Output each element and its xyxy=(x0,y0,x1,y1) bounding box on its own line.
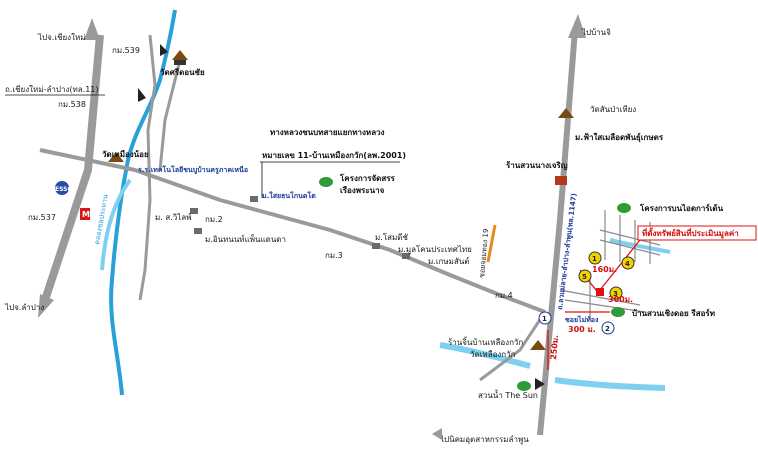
housing-grid xyxy=(559,210,661,320)
arrow-icon xyxy=(138,88,146,102)
svg-text:160ม.: 160ม. xyxy=(592,265,617,274)
svg-text:ม.ฟ้าใสเมลือดพันธุ์เกษตร: ม.ฟ้าใสเมลือดพันธุ์เกษตร xyxy=(575,132,664,143)
svg-text:วัดสันป่าเหียง: วัดสันป่าเหียง xyxy=(590,105,636,114)
canal-left xyxy=(100,178,132,271)
fuel-station-icon xyxy=(55,181,69,195)
svg-text:บ้านสวนเชิงดอย รีสอร์ท: บ้านสวนเชิงดอย รีสอร์ท xyxy=(632,308,715,318)
soi-19-line xyxy=(486,224,497,263)
appraise-label: ที่ตั้งทรัพย์สินที่ประเมินมูลค่า xyxy=(642,227,739,239)
rural-road-2001 xyxy=(39,148,546,314)
house-icon xyxy=(402,253,410,259)
svg-text:ร้านจิ้นบ้านเหลืองกวัก: ร้านจิ้นบ้านเหลืองกวัก xyxy=(448,336,523,347)
svg-text:3: 3 xyxy=(613,290,618,298)
house-icon xyxy=(250,196,258,202)
arrow-icon xyxy=(160,44,168,56)
svg-text:ทางหลวงชนบทสายแยกทางหลวง: ทางหลวงชนบทสายแยกทางหลวง xyxy=(270,128,385,137)
tree-icon xyxy=(617,203,631,213)
svg-text:M: M xyxy=(82,210,90,219)
arrow-icon xyxy=(535,378,545,390)
svg-text:วัดศรีดอนชัย: วัดศรีดอนชัย xyxy=(160,67,205,77)
svg-text:ร.ร.เทคโนโลยีชนบูบ้านครูภาคเหน: ร.ร.เทคโนโลยีชนบูบ้านครูภาคเหนือ xyxy=(138,165,248,175)
road-bottom xyxy=(479,311,547,382)
svg-text:กม.538: กม.538 xyxy=(58,100,86,109)
svg-text:ไปนิคมอุตสาหกรรมลำพูน: ไปนิคมอุตสาหกรรมลำพูน xyxy=(439,435,529,445)
svg-text:หมายเลข 11-บ้านเหมืองกวัก(ลพ.2: หมายเลข 11-บ้านเหมืองกวัก(ลพ.2001) xyxy=(262,150,406,160)
appraise-label-box xyxy=(637,225,757,241)
svg-text:สวนน้ำ The Sun: สวนน้ำ The Sun xyxy=(478,389,538,400)
svg-text:250ม.: 250ม. xyxy=(549,334,560,360)
svg-text:ม.มูลโคนประเทศไทย: ม.มูลโคนประเทศไทย xyxy=(398,244,472,255)
temple-icon-base xyxy=(174,60,186,65)
canal-lower xyxy=(439,342,666,391)
temple-icon xyxy=(530,340,546,350)
svg-text:เรืองพระนาจ: เรืองพระนาจ xyxy=(340,185,385,195)
canal-right xyxy=(609,238,671,254)
map-labels: ไปจ.เชียงใหม่ กม.539 วัดศรีดอนชัย ถ.เชีย… xyxy=(4,28,724,445)
arrow-icon xyxy=(432,428,442,440)
road-top-left-2 xyxy=(158,59,182,171)
number-markers: 1 4 5 3 1 2 xyxy=(538,251,635,335)
svg-text:ม.อินทนนท์แพ็นแดนดา: ม.อินทนนท์แพ็นแดนดา xyxy=(205,234,286,244)
road-top-left xyxy=(138,34,157,301)
svg-text:300 ม.: 300 ม. xyxy=(568,325,596,334)
m-marker-icon xyxy=(80,208,90,220)
tree-icon xyxy=(611,307,625,317)
svg-text:1: 1 xyxy=(592,255,597,263)
tree-icon xyxy=(319,177,333,187)
svg-text:ซอยไม่ท้อง: ซอยไม่ท้อง xyxy=(565,315,599,324)
svg-text:ม.ใสยธนโกนดโต: ม.ใสยธนโกนดโต xyxy=(262,191,316,200)
svg-text:ไปจ.เชียงใหม่: ไปจ.เชียงใหม่ xyxy=(37,33,86,42)
esso-label: ESSO xyxy=(55,186,73,193)
temple-icon xyxy=(108,152,124,162)
house-icon xyxy=(372,243,380,249)
svg-text:กม.537: กม.537 xyxy=(28,213,56,222)
svg-text:300ม.: 300ม. xyxy=(608,295,633,304)
house-icon xyxy=(194,228,202,234)
svg-text:ไปบ้านจิ: ไปบ้านจิ xyxy=(581,28,611,37)
svg-text:ร้านสวนนางเจริญ: ร้านสวนนางเจริญ xyxy=(506,160,568,171)
svg-text:โครงการจัดสรร: โครงการจัดสรร xyxy=(339,173,396,183)
svg-text:ม. ส.วิไลพ์: ม. ส.วิไลพ์ xyxy=(155,212,191,222)
temple-icon xyxy=(172,50,188,60)
svg-text:กม.3: กม.3 xyxy=(325,251,343,260)
svg-text:2: 2 xyxy=(605,325,610,333)
svg-text:ม.โสมดีชั: ม.โสมดีชั xyxy=(375,232,408,242)
arrow-icon xyxy=(84,18,100,40)
svg-text:วัดเหลืองกวัก: วัดเหลืองกวัก xyxy=(470,350,516,359)
icons: ESSO M xyxy=(55,44,631,391)
tree-icon xyxy=(517,381,531,391)
shop-icon xyxy=(555,176,567,185)
svg-text:กม.4: กม.4 xyxy=(495,291,513,300)
svg-text:ถ.เชียงใหม่-ลำปาง(ทล.11): ถ.เชียงใหม่-ลำปาง(ทล.11) xyxy=(5,85,99,94)
arrow-icon xyxy=(568,14,586,38)
highway-1147 xyxy=(537,29,578,436)
svg-text:4: 4 xyxy=(625,260,630,268)
svg-text:กม.2: กม.2 xyxy=(205,215,223,224)
house-icon xyxy=(190,208,198,214)
appraised-site-marker-icon xyxy=(596,288,604,296)
svg-text:ม.เกษมสันต์: ม.เกษมสันต์ xyxy=(428,256,470,266)
arrow-icon xyxy=(38,294,54,318)
temple-icon xyxy=(558,108,574,118)
svg-text:5: 5 xyxy=(582,273,587,281)
svg-text:โครงการบนไอตการ์เด้น: โครงการบนไอตการ์เด้น xyxy=(639,203,724,213)
highway-11 xyxy=(41,34,104,302)
svg-text:วัดเหมืองน้อย: วัดเหมืองน้อย xyxy=(102,149,149,159)
svg-text:กม.539: กม.539 xyxy=(112,46,140,55)
svg-text:ไปจ.ลำปาง: ไปจ.ลำปาง xyxy=(4,303,44,312)
svg-text:1: 1 xyxy=(542,315,547,323)
